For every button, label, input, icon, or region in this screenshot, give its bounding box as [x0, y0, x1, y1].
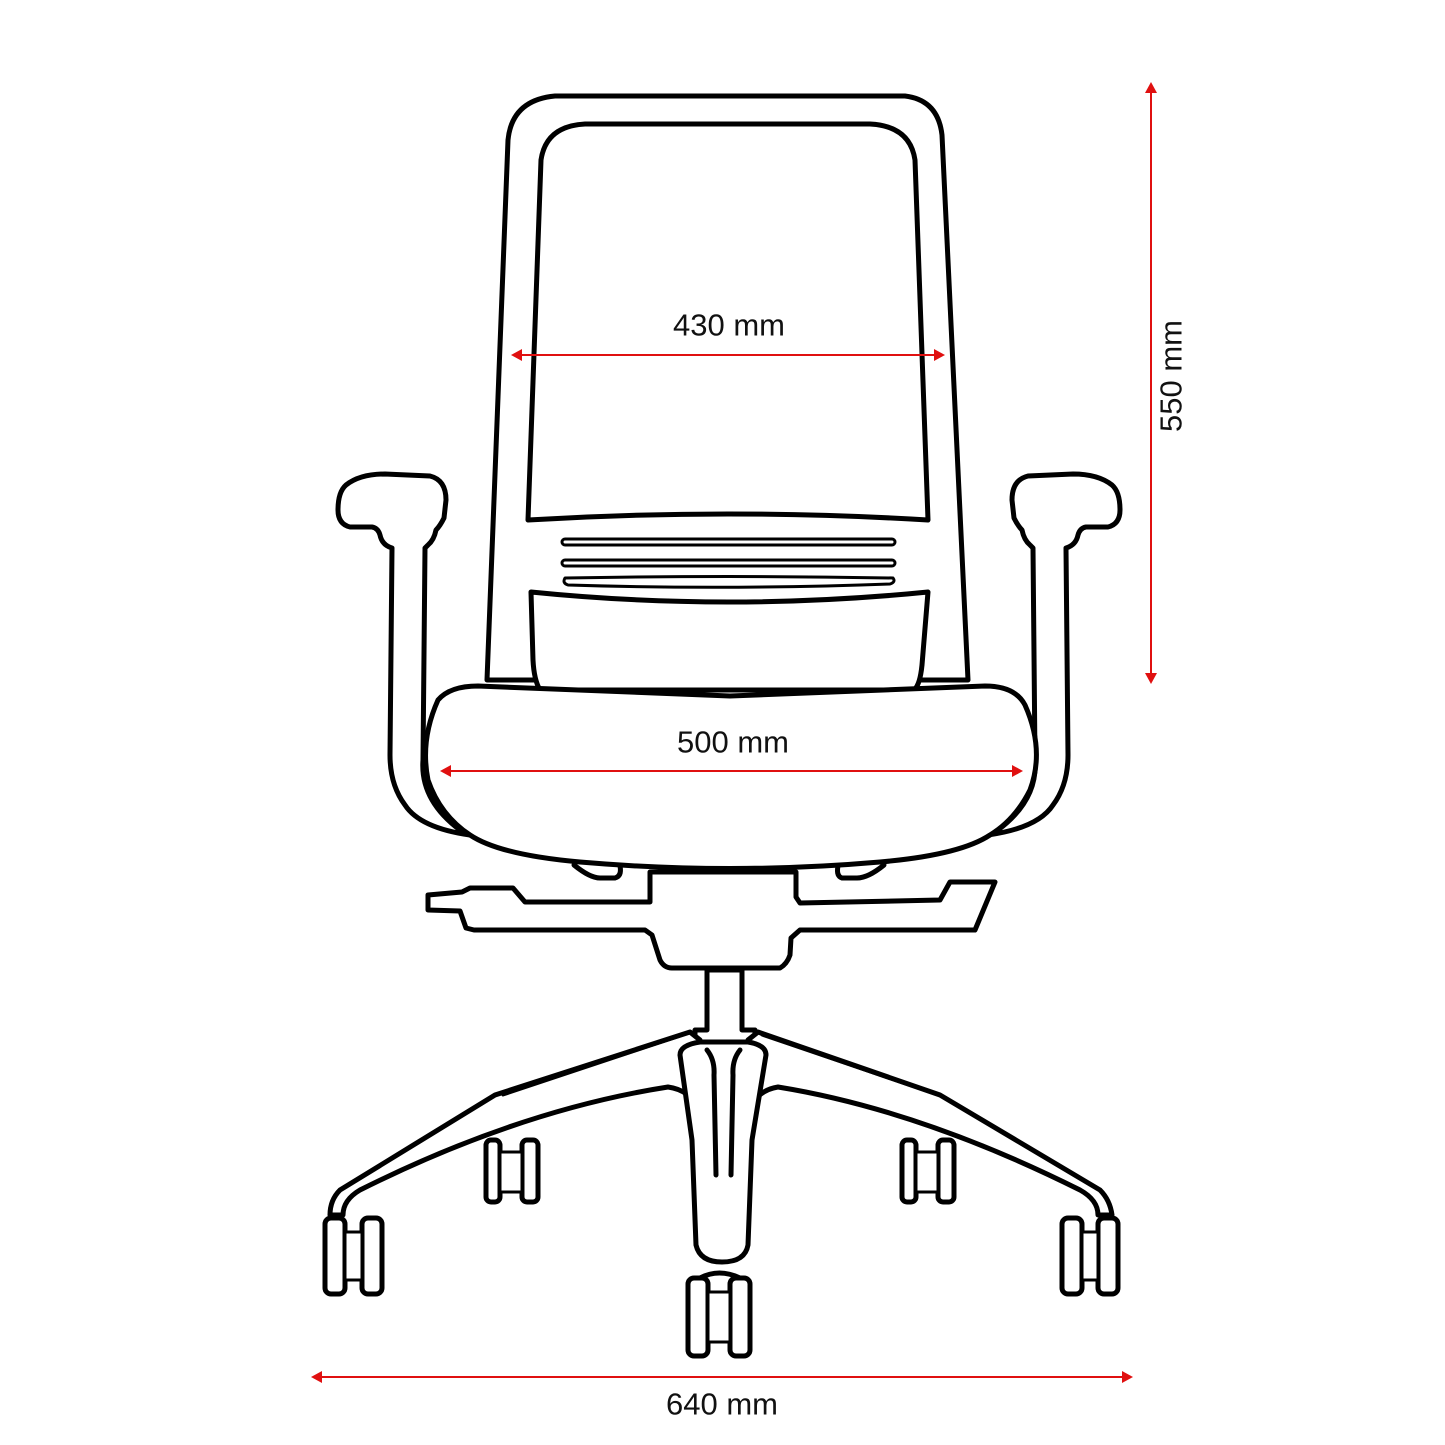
caster-front-center — [685, 1270, 753, 1359]
dimension-backrest-width — [511, 349, 945, 361]
seat-cushion — [423, 683, 1039, 871]
seat-width-label: 500 mm — [677, 724, 789, 760]
caster-front-right — [1059, 1215, 1121, 1297]
lumbar-slats — [560, 537, 897, 589]
backrest-mesh-panel — [525, 121, 931, 523]
adjustment-lever — [425, 869, 998, 971]
backrest-width-label: 430 mm — [673, 307, 785, 343]
dimension-base-width — [311, 1371, 1133, 1383]
caster-front-left — [322, 1215, 385, 1297]
backrest-height-label: 550 mm — [1153, 320, 1189, 432]
dimension-seat-width — [440, 765, 1023, 777]
dimension-backrest-height — [1145, 82, 1157, 684]
base-width-label: 640 mm — [666, 1386, 778, 1422]
backrest — [484, 93, 971, 693]
right-armrest — [985, 471, 1123, 838]
lumbar-panel — [528, 589, 931, 693]
five-star-base — [327, 1029, 1115, 1265]
casters — [322, 1137, 1121, 1359]
left-armrest — [335, 471, 473, 838]
caster-back-left — [483, 1137, 541, 1205]
caster-back-right — [899, 1137, 957, 1205]
seat-mechanism — [425, 862, 998, 971]
